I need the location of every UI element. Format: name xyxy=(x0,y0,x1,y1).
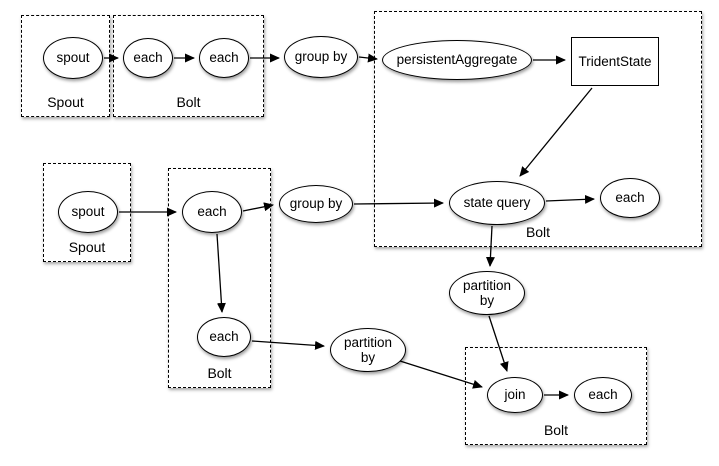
group-label-bolt-mid: Bolt xyxy=(207,365,232,381)
group-label-bolt-top: Bolt xyxy=(176,94,201,110)
node-partition-by-1: partition by xyxy=(330,328,406,372)
node-state-query: state query xyxy=(449,181,545,225)
group-label-spout-top: Spout xyxy=(47,94,84,110)
group-label-bolt-right: Bolt xyxy=(525,224,551,240)
node-trident-state: TridentState xyxy=(571,37,659,86)
node-group-by-1: group by xyxy=(284,36,358,78)
node-group-by-2: group by xyxy=(279,185,353,223)
node-join: join xyxy=(487,377,543,413)
node-partition-by-2: partition by xyxy=(449,271,525,315)
group-label-spout-mid: Spout xyxy=(68,239,106,255)
node-each-1: each xyxy=(123,38,173,78)
node-persistent-aggregate: persistentAggregate xyxy=(382,40,532,80)
group-label-bolt-bottom: Bolt xyxy=(543,422,569,438)
node-each-5: each xyxy=(197,317,251,357)
node-spout-1: spout xyxy=(43,37,103,79)
node-each-4: each xyxy=(182,191,242,233)
node-spout-2: spout xyxy=(58,191,118,233)
node-each-6: each xyxy=(574,377,632,413)
node-each-2: each xyxy=(199,38,249,78)
node-each-3: each xyxy=(600,178,660,218)
